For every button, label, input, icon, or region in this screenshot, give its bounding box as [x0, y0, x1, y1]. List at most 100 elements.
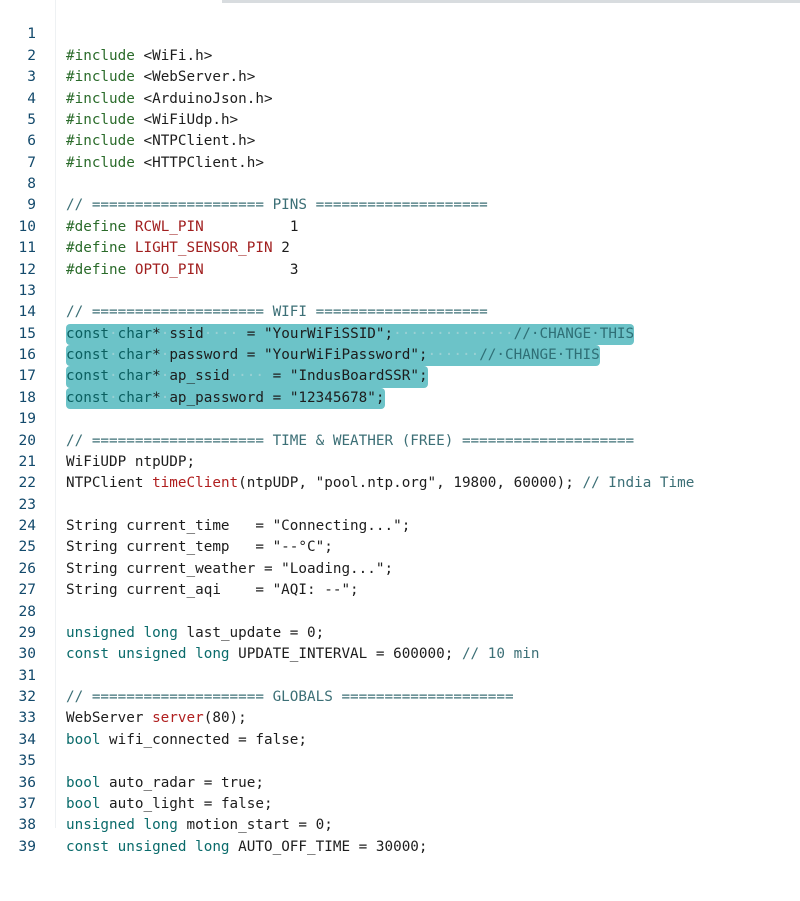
line-content[interactable]: String current_aqi = "AQI: --"; — [66, 580, 359, 601]
line-content[interactable]: #include <WiFi.h> — [66, 46, 212, 67]
selected-line-content[interactable]: const·char*·ssid···· = "YourWiFiSSID";··… — [66, 323, 635, 345]
code-line[interactable]: 23 String current_time = "Connecting..."… — [0, 473, 800, 534]
line-content[interactable]: #include <HTTPClient.h> — [66, 153, 264, 174]
line-number: 6 — [27, 133, 36, 150]
line-content[interactable]: unsigned long last_update = 0; — [66, 623, 324, 644]
line-content[interactable]: // ==================== GLOBALS ========… — [66, 687, 514, 708]
code-line[interactable]: 39 — [0, 815, 800, 855]
code-line[interactable]: 22 — [0, 452, 800, 491]
code-line[interactable]: 21 NTPClient timeClient(ntpUDP, "pool.nt… — [0, 431, 800, 491]
line-content[interactable]: WebServer server(80); — [66, 708, 247, 729]
code-line[interactable]: 5 #include <NTPClient.h> — [0, 89, 800, 149]
code-line[interactable]: 1 #include <WiFi.h> — [0, 3, 800, 63]
code-line[interactable]: 29 const unsigned long UPDATE_INTERVAL =… — [0, 602, 800, 662]
text-token: * — [152, 325, 161, 342]
code-line[interactable]: 32 WebServer server(80); — [0, 666, 800, 726]
whitespace-marker: · — [109, 347, 118, 363]
code-line[interactable]: 11 #define OPTO_PIN 3 — [0, 217, 800, 277]
line-content[interactable]: NTPClient timeClient(ntpUDP, "pool.ntp.o… — [66, 473, 694, 494]
code-line[interactable]: 38 const unsigned long AUTO_OFF_TIME = 3… — [0, 794, 800, 854]
preprocessor-token: #include — [66, 90, 135, 107]
whitespace-marker: · — [160, 325, 170, 342]
line-content[interactable]: String current_temp = "--°C"; — [66, 537, 333, 558]
preprocessor-token: #include — [66, 133, 135, 150]
line-content[interactable]: bool auto_radar = true; — [66, 773, 264, 794]
line-content[interactable]: #include <WebServer.h> — [66, 67, 255, 88]
code-line[interactable]: 28 unsigned long last_update = 0; — [0, 580, 800, 641]
line-number: 39 — [18, 838, 36, 855]
text-token: ssid — [169, 325, 204, 342]
whitespace-marker: · — [160, 347, 170, 363]
comment-token: //·CHANGE·THIS — [479, 347, 600, 363]
line-content[interactable]: String current_time = "Connecting..."; — [66, 516, 410, 537]
code-line[interactable]: 30 — [0, 623, 800, 662]
code-line[interactable]: 2 #include <WebServer.h> — [0, 24, 800, 85]
whitespace-marker: ···· — [229, 368, 265, 385]
line-content[interactable]: #include <NTPClient.h> — [66, 131, 255, 152]
selected-line-content[interactable]: const·char*·ap_password = "12345678"; — [66, 387, 385, 410]
line-content[interactable]: #include <WiFiUdp.h> — [66, 110, 238, 131]
code-line[interactable]: 7 — [0, 131, 800, 171]
code-line[interactable]: 34 — [0, 708, 800, 748]
code-line[interactable]: 13 // ==================== WIFI ========… — [0, 260, 800, 320]
text-token: = "YourWiFiSSID"; — [238, 325, 394, 342]
code-line[interactable]: 24 String current_temp = "--°C"; — [0, 495, 800, 555]
line-content[interactable]: #include <ArduinoJson.h> — [66, 89, 273, 110]
line-content[interactable]: #define OPTO_PIN 3 — [66, 260, 298, 281]
code-line[interactable]: 31 // ==================== GLOBALS =====… — [0, 644, 800, 705]
code-line[interactable]: 33 bool wifi_connected = false; — [0, 687, 800, 747]
line-number: 20 — [18, 432, 36, 449]
line-number: 1 — [27, 26, 36, 43]
line-content[interactable]: const unsigned long AUTO_OFF_TIME = 3000… — [66, 837, 428, 858]
keyword-token: const — [66, 389, 110, 406]
line-content[interactable]: #define LIGHT_SENSOR_PIN 2 — [66, 238, 290, 259]
code-line[interactable]: 6 #include <HTTPClient.h> — [0, 110, 800, 170]
code-line[interactable]: 35 bool auto_radar = true; — [0, 730, 800, 790]
text-token: (ntpUDP, "pool.ntp.org", 19800, 60000); — [238, 475, 583, 492]
code-line[interactable]: 26 String current_aqi = "AQI: --"; — [0, 537, 800, 598]
line-content[interactable]: WiFiUDP ntpUDP; — [66, 452, 195, 473]
code-line[interactable]: 17 const·char*·ap_password = "12345678"; — [0, 345, 800, 410]
code-line[interactable]: 12 — [0, 238, 800, 278]
line-content[interactable]: bool auto_light = false; — [66, 794, 273, 815]
line-number: 15 — [18, 325, 36, 342]
keyword-token: char — [117, 325, 153, 342]
code-line[interactable]: 20 WiFiUDP ntpUDP; — [0, 409, 800, 470]
line-number: 13 — [18, 282, 36, 299]
code-line[interactable]: 8 // ==================== PINS =========… — [0, 153, 800, 213]
code-line[interactable]: 36 bool auto_light = false; — [0, 751, 800, 812]
code-line[interactable]: 4 #include <WiFiUdp.h> — [0, 67, 800, 128]
line-number: 34 — [18, 731, 36, 748]
code-line[interactable]: 9 #define RCWL_PIN 1 — [0, 174, 800, 234]
text-token: last_update = 0; — [177, 624, 325, 641]
text-token: AUTO_OFF_TIME = 30000; — [229, 838, 428, 855]
line-content[interactable]: const unsigned long UPDATE_INTERVAL = 60… — [66, 644, 539, 665]
code-line[interactable]: 18 — [0, 366, 800, 406]
whitespace-marker: ·············· — [393, 325, 514, 342]
code-line[interactable]: 15 const·char*·password = "YourWiFiPassw… — [0, 302, 800, 367]
line-number: 33 — [18, 710, 36, 727]
line-content[interactable]: String current_weather = "Loading..."; — [66, 559, 393, 580]
code-line[interactable]: 37 unsigned long motion_start = 0; — [0, 773, 800, 833]
code-line[interactable]: 16 const·char*·ap_ssid···· = "IndusBoard… — [0, 324, 800, 388]
line-content[interactable]: bool wifi_connected = false; — [66, 730, 307, 751]
function-token: timeClient — [152, 475, 239, 492]
function-token: server — [152, 710, 204, 727]
line-content[interactable]: #define RCWL_PIN 1 — [66, 217, 298, 238]
line-content[interactable]: // ==================== TIME & WEATHER (… — [66, 431, 634, 452]
line-content[interactable]: // ==================== PINS ===========… — [66, 195, 488, 216]
code-line[interactable]: 14 const·char*·ssid···· = "YourWiFiSSID"… — [0, 281, 800, 345]
line-number: 18 — [18, 389, 36, 406]
line-content[interactable]: // ==================== WIFI ===========… — [66, 302, 488, 323]
whitespace-marker: ···· — [203, 325, 239, 342]
code-line[interactable]: 3 #include <ArduinoJson.h> — [0, 46, 800, 106]
code-line[interactable]: 19 // ==================== TIME & WEATHE… — [0, 388, 800, 448]
code-editor[interactable]: 1 #include <WiFi.h> 2 #include <WebServe… — [0, 3, 800, 855]
selected-line-content[interactable]: const·char*·ap_ssid···· = "IndusBoardSSR… — [66, 366, 428, 388]
code-line[interactable]: 25 String current_weather = "Loading..."… — [0, 516, 800, 576]
selected-line-content[interactable]: const·char*·password = "YourWiFiPassword… — [66, 345, 600, 367]
preprocessor-token: #include — [66, 111, 135, 128]
code-line[interactable]: 10 #define LIGHT_SENSOR_PIN 2 — [0, 195, 800, 256]
whitespace-marker: · — [160, 368, 170, 385]
code-line[interactable]: 27 — [0, 559, 800, 598]
